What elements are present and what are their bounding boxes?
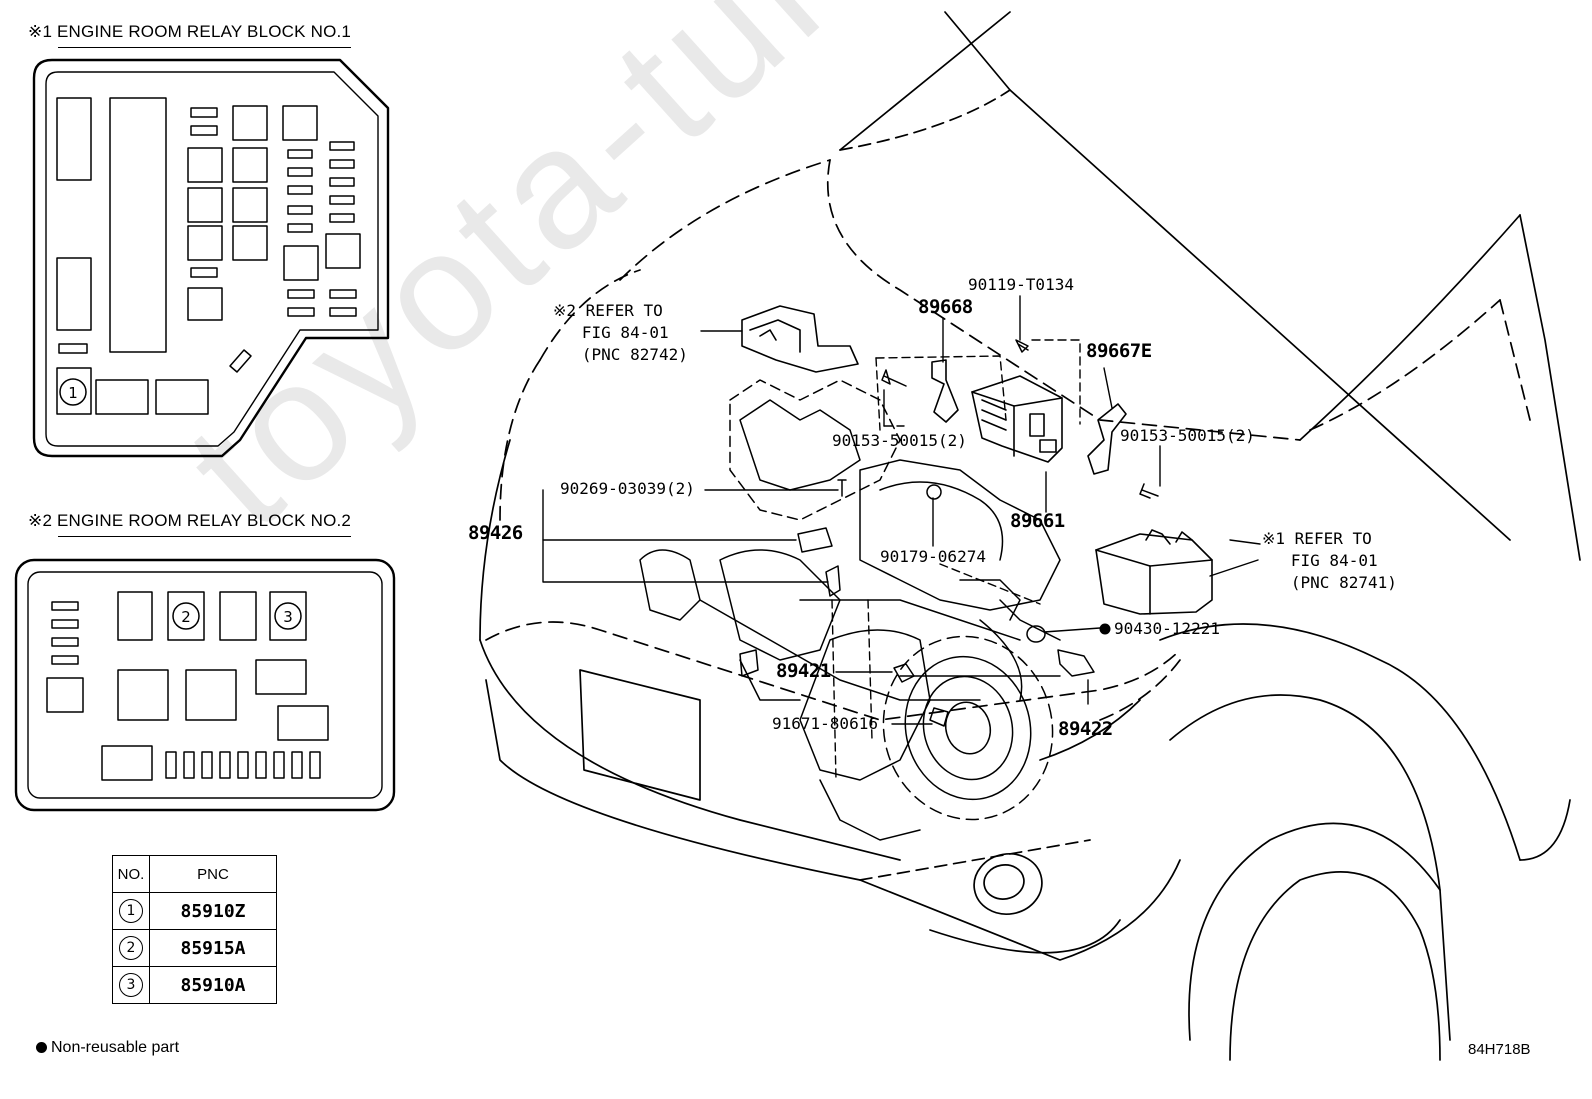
relay-box-82742 (741, 305, 859, 373)
pnc-value: 85910A (149, 966, 277, 1004)
relay-box-82741 (1095, 529, 1213, 615)
part-label-89426: 89426 (468, 522, 523, 544)
item-number: 1 (119, 899, 143, 923)
pnc-value: 85910Z (149, 892, 277, 930)
relay-block-2-outline (14, 558, 396, 812)
reference-note-82742: ※2 REFER TO FIG 84-01 (PNC 82742) (553, 301, 688, 364)
bracket-89668 (931, 359, 959, 423)
part-label-90119-t0134: 90119-T0134 (968, 275, 1074, 294)
part-label-89668: 89668 (918, 296, 973, 318)
part-label-89422: 89422 (1058, 718, 1113, 740)
engine-assembly (639, 379, 1061, 841)
relay-block-2-heading: ※2 ENGINE ROOM RELAY BLOCK NO.2 (28, 511, 352, 537)
non-reusable-dot-icon (36, 1042, 47, 1053)
column-header-pnc: PNC (149, 855, 277, 893)
relay-block-1-item-number: 1 (68, 384, 78, 402)
drawing-code: 84H718B (1468, 1041, 1531, 1058)
part-label-90269-03039: 90269-03039(2) (560, 479, 695, 498)
part-label-90153-50015-right: 90153-50015(2) (1120, 426, 1255, 445)
part-label-89661: 89661 (1010, 510, 1065, 532)
bracket-89667e (1087, 403, 1127, 475)
relay-block-2-item-number-2: 2 (181, 608, 191, 626)
column-header-no: NO. (112, 855, 150, 893)
part-label-91671-80616: 91671-80616 (772, 714, 878, 733)
part-label-89421: 89421 (776, 660, 831, 682)
part-label-89667e: 89667E (1086, 340, 1152, 362)
part-label-90430-12221: 90430-12221 (1114, 619, 1220, 638)
part-label-90153-50015-left: 90153-50015(2) (832, 431, 967, 450)
part-label-90179-06274: 90179-06274 (880, 547, 986, 566)
table-row: 3 85910A (112, 966, 277, 1004)
reference-note-82741: ※1 REFER TO FIG 84-01 (PNC 82741) (1262, 529, 1397, 592)
pnc-table-header: NO. PNC (112, 855, 277, 893)
pnc-value: 85915A (149, 929, 277, 967)
leader-lines (542, 295, 1261, 781)
item-number: 3 (119, 973, 143, 997)
non-reusable-marker (1099, 623, 1111, 635)
table-row: 2 85915A (112, 929, 277, 967)
legend-text: Non-reusable part (51, 1039, 180, 1056)
relay-block-1-outline (32, 58, 390, 458)
item-number: 2 (119, 936, 143, 960)
ecu-module (971, 375, 1063, 463)
relay-block-1-heading: ※1 ENGINE ROOM RELAY BLOCK NO.1 (28, 22, 352, 48)
relay-block-2-slots (46, 591, 329, 781)
relay-block-2-item-number-3: 3 (283, 608, 293, 626)
vehicle-body-outline (479, 11, 1581, 1061)
legend: Non-reusable part (36, 1039, 179, 1057)
pnc-table: NO. PNC 1 85910Z 2 85915A 3 85910A (112, 855, 277, 1004)
table-row: 1 85910Z (112, 892, 277, 930)
relay-block-1-slots (56, 97, 361, 415)
